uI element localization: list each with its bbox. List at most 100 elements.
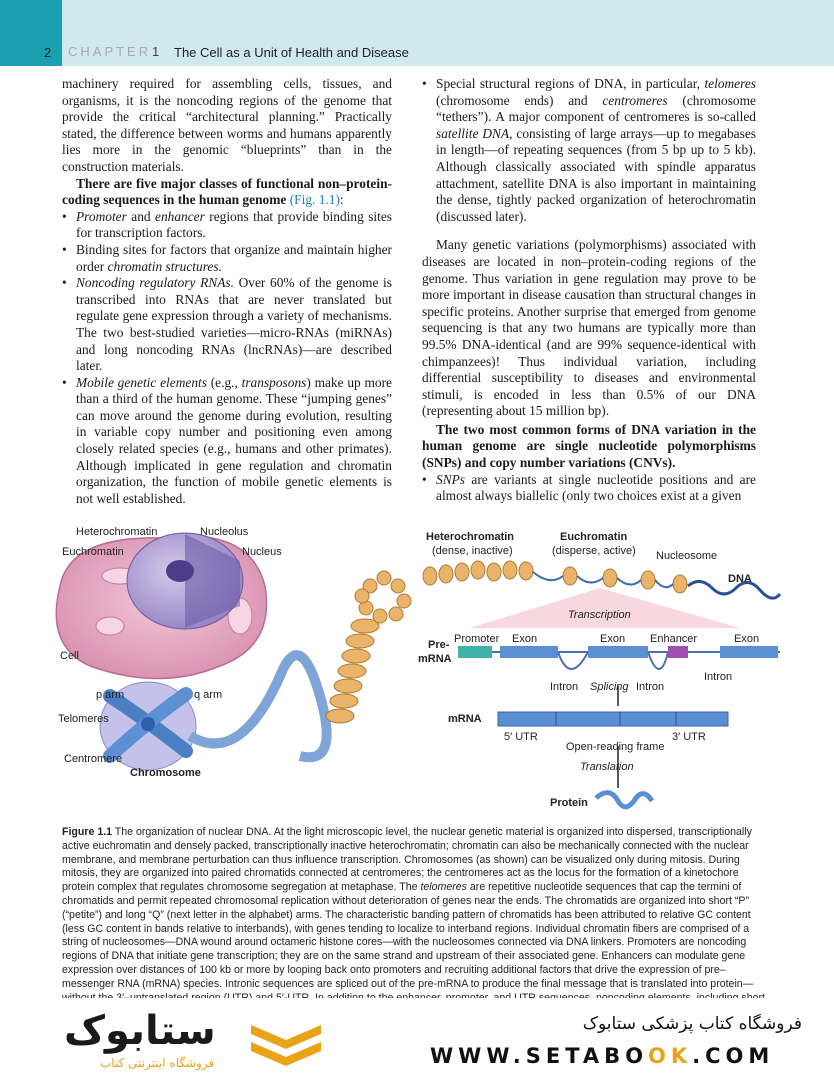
label-eu-sub: (disperse, active): [552, 545, 636, 557]
bullet-list: Special structural regions of DNA, in pa…: [422, 76, 756, 225]
label-euchromatin: Euchromatin: [62, 546, 124, 558]
label-translation: Translation: [580, 761, 634, 773]
label-hetero-sub: (dense, inactive): [432, 545, 513, 557]
text: Special structural regions of DNA, in pa…: [436, 76, 705, 91]
list-item: Promoter and enhancer regions that provi…: [62, 209, 392, 242]
term: SNPs: [436, 471, 466, 487]
right-column: Special structural regions of DNA, in pa…: [422, 76, 756, 505]
nucleus-drawing: [126, 532, 244, 630]
nucleosome-string: [422, 560, 688, 594]
label-nucleosome: Nucleosome: [656, 550, 717, 562]
paragraph: machinery required for assembling cells,…: [62, 76, 392, 174]
label-nucleolus: Nucleolus: [200, 526, 249, 538]
top-banner: [0, 0, 834, 66]
paragraph-heading: The two most common forms of DNA variati…: [422, 421, 756, 471]
caption-text: The organization of nuclear DNA. At the …: [62, 826, 752, 894]
list-item: Mobile genetic elements (e.g., transposo…: [62, 375, 392, 508]
label-nucleus: Nucleus: [242, 546, 282, 558]
label-enhancer: Enhancer: [650, 633, 697, 645]
term: Noncoding regulatory RNAs.: [76, 275, 234, 291]
caption-label: Figure 1.1: [62, 826, 113, 838]
figure-reference[interactable]: (Fig. 1.1): [289, 192, 340, 208]
chapter-title: The Cell as a Unit of Health and Disease: [174, 45, 409, 60]
label-hetero-title: Heterochromatin: [426, 531, 514, 543]
store-logo-subtitle: فروشگاه اینترنتی کتاب: [100, 1056, 215, 1070]
url-part: SETABO: [525, 1044, 649, 1068]
text: regions that provide binding sites for t…: [76, 208, 392, 241]
label-exon-3: Exon: [734, 633, 759, 645]
term: centromeres: [602, 92, 668, 108]
list-item: Special structural regions of DNA, in pa…: [422, 76, 756, 225]
term: satellite DNA,: [436, 125, 513, 141]
spacer: [422, 225, 756, 237]
label-dna: DNA: [728, 573, 752, 585]
url-part: OK: [648, 1044, 693, 1068]
chapter-label: CHAPTER: [68, 44, 152, 59]
dna-linker: [532, 571, 674, 589]
label-q-arm: q arm: [194, 689, 222, 701]
label-orf: Open-reading frame: [566, 741, 664, 753]
store-name: فروشگاه کتاب پزشکی ستابوک: [582, 1014, 802, 1034]
label-transcription: Transcription: [568, 609, 631, 621]
label-heterochromatin: Heterochromatin: [76, 526, 157, 538]
bullet-list: SNPs are variants at single nucleotide p…: [422, 472, 756, 505]
term: chromatin structures.: [107, 258, 222, 274]
pre-mrna-strand: [458, 646, 780, 670]
label-centromere: Centromere: [64, 753, 122, 765]
label-intron-2: Intron: [636, 681, 664, 693]
figure-caption: Figure 1.1 The organization of nuclear D…: [62, 826, 770, 1019]
label-utr3: 3′ UTR: [672, 731, 706, 743]
term: telomeres: [704, 76, 756, 91]
list-item: SNPs are variants at single nucleotide p…: [422, 472, 756, 505]
caption-text-2: are repetitive nucleotide sequences that…: [62, 881, 765, 1017]
mrna-strand: [497, 711, 729, 727]
text: ) make up more than a third of the human…: [76, 374, 392, 506]
label-eu-title: Euchromatin: [560, 531, 628, 543]
text: consisting of large arrays—up to megabas…: [436, 125, 756, 224]
bold-lead: There are five major classes of function…: [62, 175, 392, 208]
book-logo-icon: [251, 1025, 321, 1066]
figure-illustration: Heterochromatin Nucleolus Euchromatin Nu…: [55, 526, 782, 810]
label-pre: Pre-: [428, 639, 450, 651]
chromatin-fiber: [187, 650, 332, 763]
list-item: Binding sites for factors that organize …: [62, 242, 392, 275]
url-part: WWW.: [430, 1044, 526, 1068]
label-intron-1: Intron: [550, 681, 578, 693]
transcription-cone: [470, 588, 740, 628]
text: (e.g.,: [206, 374, 242, 390]
term: transposons: [241, 374, 307, 390]
chapter-number: 1: [152, 44, 160, 59]
url-part: .COM: [692, 1044, 775, 1068]
dna-helix: [687, 580, 782, 600]
text: (chromosome ends) and: [436, 92, 603, 108]
label-splicing: Splicing: [590, 681, 629, 693]
text: (chromosome “tethers”). A major componen…: [436, 92, 756, 125]
caption-term: telomeres: [420, 881, 467, 894]
text: Binding sites for factors that organize …: [76, 241, 392, 274]
banner-band: [62, 0, 834, 66]
label-mrna: mRNA: [448, 713, 482, 725]
watermark-footer: [0, 998, 834, 1080]
paragraph: Many genetic variations (polymorphisms) …: [422, 237, 756, 419]
running-header: 2 CHAPTER 1 The Cell as a Unit of Health…: [0, 42, 834, 64]
protein-coil: [594, 790, 655, 810]
page-number: 2: [44, 45, 52, 60]
term: Promoter: [76, 208, 127, 224]
store-url[interactable]: WWW.SETABOOK.COM: [430, 1044, 810, 1068]
nucleosome-loop: [354, 570, 412, 624]
label-cell: Cell: [60, 650, 79, 662]
left-column: machinery required for assembling cells,…: [62, 76, 392, 507]
punct: :: [339, 192, 344, 208]
label-pre-mrna: mRNA: [418, 653, 452, 665]
label-utr5: 5′ UTR: [504, 731, 538, 743]
banner-accent: [0, 0, 62, 66]
label-chromosome: Chromosome: [130, 767, 201, 779]
label-exon-1: Exon: [512, 633, 537, 645]
label-promoter: Promoter: [454, 633, 500, 645]
solenoid-fiber: [325, 618, 380, 724]
term: Mobile genetic elements: [76, 374, 207, 390]
text: Over 60% of the genome is transcribed in…: [76, 275, 392, 374]
store-logo: ستابوک: [64, 1008, 216, 1054]
text: and: [126, 208, 155, 224]
bullet-list: Promoter and enhancer regions that provi…: [62, 209, 392, 508]
